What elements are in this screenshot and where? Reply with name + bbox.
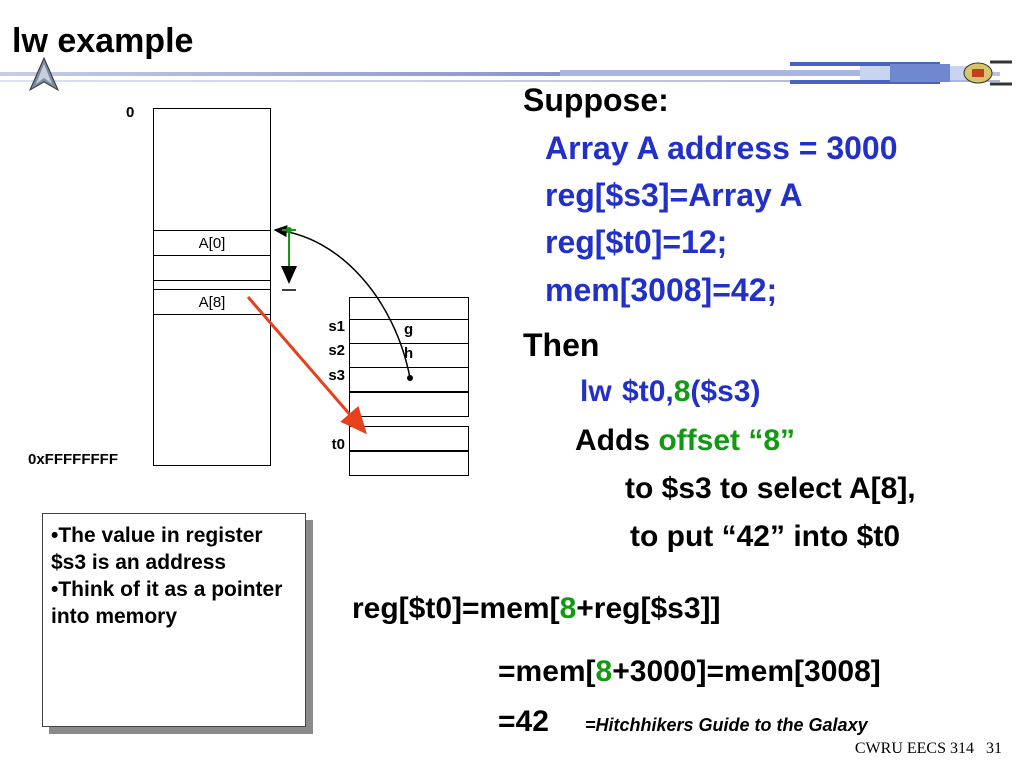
memory-top-address: 0 bbox=[126, 104, 135, 121]
register-label-s1: s1 bbox=[328, 318, 345, 335]
register-row bbox=[349, 392, 469, 417]
instruction-reg: $t0, bbox=[622, 375, 674, 408]
equation-line-3: =42 bbox=[498, 705, 549, 738]
equation-2-pre: =mem[ bbox=[498, 655, 596, 688]
equation-line-1: reg[$t0]=mem[8+reg[$s3]] bbox=[352, 592, 721, 626]
slide-footer: CWRU EECS 314 31 bbox=[855, 740, 1002, 758]
starship-header-icon bbox=[560, 60, 1012, 86]
register-label-s2: s2 bbox=[328, 342, 345, 359]
select-line: to $s3 to select A[8], bbox=[625, 472, 916, 505]
equation-2-post: +3000]=mem[3008] bbox=[612, 655, 881, 688]
register-row-t0 bbox=[349, 426, 469, 451]
starship-emblem-icon bbox=[28, 56, 60, 92]
header-rule-thin bbox=[0, 80, 1000, 82]
offset-bracket-dot bbox=[286, 227, 292, 233]
equation-line-2: =mem[8+3000]=mem[3008] bbox=[498, 655, 881, 689]
register-row-s2 bbox=[349, 343, 469, 368]
register-label-s3: s3 bbox=[328, 367, 345, 384]
suppose-line-4: mem[3008]=42; bbox=[545, 272, 778, 308]
equation-1-pre: reg[$t0]=mem[ bbox=[352, 592, 560, 625]
instruction-base: ($s3) bbox=[690, 375, 761, 408]
suppose-line-3: reg[$t0]=12; bbox=[545, 224, 728, 260]
register-var-g: g bbox=[404, 321, 414, 338]
instruction-offset: 8 bbox=[673, 375, 691, 408]
equation-1-post: +reg[$s3]] bbox=[576, 592, 721, 625]
note-bullet-1: •The value in register $s3 is an address bbox=[51, 524, 263, 574]
page-number: 31 bbox=[986, 740, 1002, 757]
hitchhikers-note: =Hitchhikers Guide to the Galaxy bbox=[585, 715, 868, 735]
adds-label: Adds bbox=[575, 424, 650, 457]
memory-bottom-address: 0xFFFFFFFF bbox=[28, 451, 118, 468]
register-var-h: h bbox=[404, 345, 414, 362]
page-title: lw example bbox=[12, 22, 194, 60]
suppose-line-2: reg[$s3]=Array A bbox=[545, 177, 803, 213]
instruction-line: lw $t0,8($s3) bbox=[580, 375, 760, 409]
suppose-heading: Suppose: bbox=[523, 82, 669, 118]
suppose-line-1: Array A address = 3000 bbox=[545, 130, 898, 166]
adds-offset: offset “8” bbox=[658, 424, 796, 457]
register-row bbox=[349, 451, 469, 476]
register-label-t0: t0 bbox=[331, 436, 345, 453]
pointer-origin-dot bbox=[407, 375, 413, 381]
course-label: CWRU EECS 314 bbox=[854, 740, 974, 757]
equation-2-offset: 8 bbox=[595, 655, 613, 688]
register-row-s1 bbox=[349, 319, 469, 344]
note-bullet-2: •Think of it as a pointer into memory bbox=[51, 578, 283, 628]
register-row bbox=[349, 297, 469, 322]
memory-block bbox=[153, 108, 271, 466]
put-line: to put “42” into $t0 bbox=[630, 520, 900, 553]
pointer-note-box: •The value in register $s3 is an address… bbox=[42, 513, 306, 727]
then-heading: Then bbox=[523, 327, 600, 363]
memory-cell-blank bbox=[153, 255, 271, 281]
pointer-arrow bbox=[273, 225, 411, 379]
adds-line: Adds offset “8” bbox=[575, 424, 795, 458]
load-arrow bbox=[246, 296, 367, 435]
header-rule bbox=[0, 72, 1000, 76]
equation-1-offset: 8 bbox=[559, 592, 577, 625]
instruction-op: lw bbox=[580, 375, 612, 408]
